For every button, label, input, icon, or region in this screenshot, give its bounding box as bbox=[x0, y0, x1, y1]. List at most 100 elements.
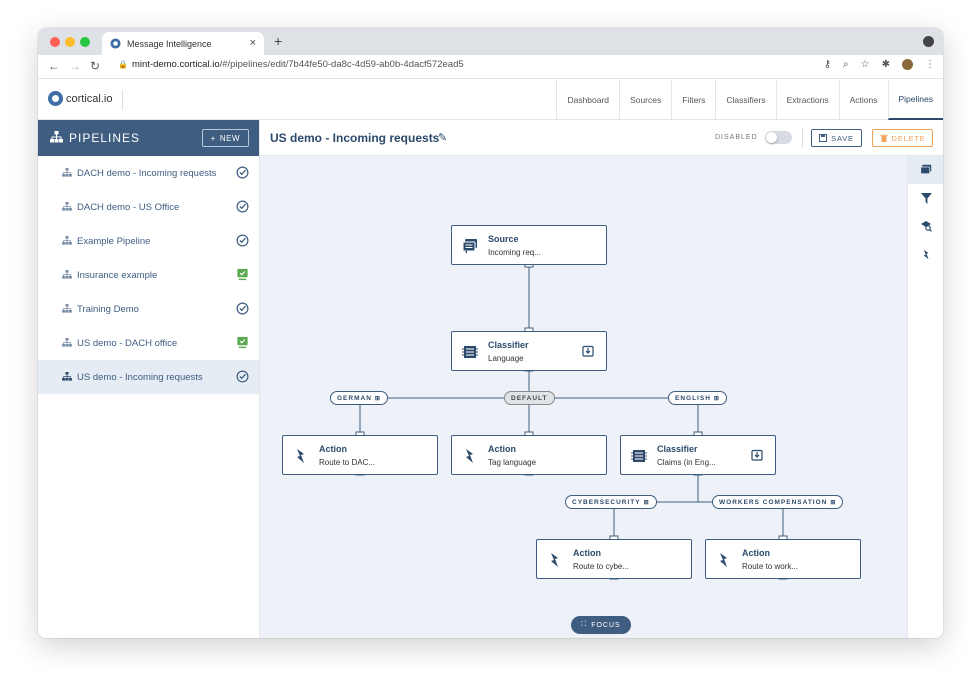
nav-sources[interactable]: Sources bbox=[619, 80, 671, 120]
node-type: Action bbox=[319, 444, 347, 454]
tag-options-icon: ⊞ bbox=[713, 395, 720, 402]
url-field[interactable]: 🔒mint-demo.cortical.io/#/pipelines/edit/… bbox=[118, 59, 464, 70]
extensions-icon[interactable]: ✱ bbox=[881, 59, 890, 70]
nav-dashboard[interactable]: Dashboard bbox=[556, 80, 619, 120]
nav-filters[interactable]: Filters bbox=[671, 80, 715, 120]
delete-label: DELETE bbox=[891, 133, 926, 143]
sidebar-item-pipeline[interactable]: Training Demo bbox=[38, 292, 259, 326]
more-menu-icon[interactable]: ⋮ bbox=[925, 59, 935, 70]
tag-label: CYBERSECURITY bbox=[572, 498, 641, 506]
nav-pipelines[interactable]: Pipelines bbox=[887, 80, 943, 120]
maximize-window-icon[interactable] bbox=[80, 37, 90, 47]
reload-icon[interactable]: ↻ bbox=[90, 59, 101, 73]
new-pipeline-button[interactable]: + NEW bbox=[201, 129, 249, 147]
close-window-icon[interactable] bbox=[50, 37, 60, 47]
nav-extractions[interactable]: Extractions bbox=[775, 80, 839, 120]
download-icon[interactable] bbox=[751, 449, 763, 461]
browser-tab[interactable]: Message Intelligence × bbox=[102, 32, 264, 55]
chip-icon bbox=[631, 450, 647, 462]
zoom-icon[interactable]: ⌕ bbox=[843, 59, 849, 70]
sidebar-item-pipeline[interactable]: DACH demo - Incoming requests bbox=[38, 156, 259, 190]
new-button-label: NEW bbox=[219, 133, 240, 143]
node-type: Action bbox=[573, 548, 601, 558]
node-type: Classifier bbox=[657, 444, 698, 454]
minimize-window-icon[interactable] bbox=[65, 37, 75, 47]
node-type: Source bbox=[488, 234, 519, 244]
filter-icon bbox=[920, 192, 932, 204]
action-node-default[interactable]: Action Tag language bbox=[451, 435, 607, 475]
pipeline-canvas[interactable]: Source Incoming req... Classifier Langua… bbox=[260, 156, 907, 638]
sidebar-item-label: Example Pipeline bbox=[77, 235, 151, 247]
actions-panel-button[interactable] bbox=[908, 240, 943, 268]
branch-tag-cybersecurity[interactable]: CYBERSECURITY ⊞ bbox=[565, 495, 657, 509]
browser-window: Message Intelligence × + ← → ↻ 🔒mint-dem… bbox=[38, 28, 943, 638]
enabled-toggle[interactable] bbox=[765, 131, 792, 144]
tab-close-icon[interactable]: × bbox=[249, 37, 256, 49]
node-type: Action bbox=[488, 444, 516, 454]
logo-text: cortical.io bbox=[66, 92, 113, 105]
download-icon[interactable] bbox=[582, 345, 594, 357]
action-node-cyber[interactable]: Action Route to cybe... bbox=[536, 539, 692, 579]
deployed-icon bbox=[236, 268, 249, 281]
delete-button[interactable]: DELETE bbox=[872, 129, 933, 147]
edit-pencil-icon[interactable]: ✎ bbox=[438, 132, 448, 144]
classifiers-panel-button[interactable] bbox=[908, 212, 943, 240]
sidebar-item-pipeline[interactable]: Insurance example bbox=[38, 258, 259, 292]
pipeline-title: US demo - Incoming requests bbox=[270, 131, 440, 145]
tag-options-icon: ⊞ bbox=[830, 499, 837, 506]
action-node-workers[interactable]: Action Route to work... bbox=[705, 539, 861, 579]
action-node-german[interactable]: Action Route to DAC... bbox=[282, 435, 438, 475]
app-logo[interactable]: cortical.io bbox=[48, 91, 112, 106]
sidebar-item-label: US demo - Incoming requests bbox=[77, 371, 203, 383]
pipeline-icon bbox=[62, 337, 72, 349]
pipeline-icon bbox=[62, 167, 72, 179]
classifier-node-language[interactable]: Classifier Language bbox=[451, 331, 607, 371]
save-label: SAVE bbox=[831, 133, 854, 143]
profile-avatar-icon[interactable] bbox=[902, 59, 913, 70]
url-path: /#/pipelines/edit/7b44fe50-da8c-4d59-ab0… bbox=[219, 59, 464, 70]
pipeline-icon bbox=[62, 303, 72, 315]
sidebar-title: PIPELINES bbox=[69, 131, 141, 145]
pipeline-icon bbox=[62, 201, 72, 213]
lightning-icon bbox=[720, 553, 727, 567]
sidebar-item-label: DACH demo - Incoming requests bbox=[77, 167, 217, 179]
branch-tag-german[interactable]: GERMAN ⊞ bbox=[330, 391, 388, 405]
nav-classifiers[interactable]: Classifiers bbox=[715, 80, 775, 120]
key-icon[interactable]: ⚷ bbox=[823, 59, 832, 70]
url-host: mint-demo.cortical.io bbox=[131, 59, 220, 70]
tag-label: DEFAULT bbox=[511, 394, 548, 402]
node-subtitle: Route to DAC... bbox=[319, 458, 376, 467]
node-subtitle: Language bbox=[488, 354, 524, 363]
nav-actions[interactable]: Actions bbox=[838, 80, 888, 120]
browser-menu-dot-icon[interactable] bbox=[923, 36, 934, 47]
back-icon[interactable]: ← bbox=[48, 59, 60, 73]
branch-tag-default[interactable]: DEFAULT bbox=[504, 391, 555, 405]
pipelines-sidebar: PIPELINES + NEW DACH demo - Incoming req… bbox=[38, 120, 260, 638]
filters-panel-button[interactable] bbox=[908, 184, 943, 212]
sidebar-item-pipeline[interactable]: US demo - Incoming requests bbox=[38, 360, 259, 394]
tag-options-icon: ⊞ bbox=[374, 395, 381, 402]
check-circle-icon bbox=[236, 370, 249, 383]
branch-tag-english[interactable]: ENGLISH ⊞ bbox=[668, 391, 727, 405]
source-node[interactable]: Source Incoming req... bbox=[451, 225, 607, 265]
right-toolbar bbox=[907, 156, 943, 638]
sidebar-item-pipeline[interactable]: DACH demo - US Office bbox=[38, 190, 259, 224]
lightning-icon bbox=[466, 449, 473, 463]
pipeline-icon bbox=[50, 130, 63, 146]
bookmark-star-icon[interactable]: ☆ bbox=[860, 59, 870, 70]
address-bar: ← → ↻ 🔒mint-demo.cortical.io/#/pipelines… bbox=[38, 55, 943, 79]
plus-icon: + bbox=[210, 133, 216, 143]
forward-icon[interactable]: → bbox=[69, 59, 81, 73]
sidebar-item-pipeline[interactable]: Example Pipeline bbox=[38, 224, 259, 258]
new-tab-button[interactable]: + bbox=[274, 33, 283, 49]
browser-tab-bar: Message Intelligence × + bbox=[38, 28, 943, 55]
focus-button[interactable]: ⛶ FOCUS bbox=[571, 616, 631, 634]
sidebar-item-label: Insurance example bbox=[77, 269, 158, 281]
branch-tag-workers-comp[interactable]: WORKERS COMPENSATION ⊞ bbox=[712, 495, 844, 509]
sidebar-item-pipeline[interactable]: US demo - DACH office bbox=[38, 326, 259, 360]
sources-panel-button[interactable] bbox=[908, 156, 943, 184]
chip-icon bbox=[462, 346, 478, 358]
classifier-node-claims[interactable]: Classifier Claims (in Eng... bbox=[620, 435, 776, 475]
focus-icon: ⛶ bbox=[581, 621, 588, 628]
save-button[interactable]: SAVE bbox=[811, 129, 862, 147]
